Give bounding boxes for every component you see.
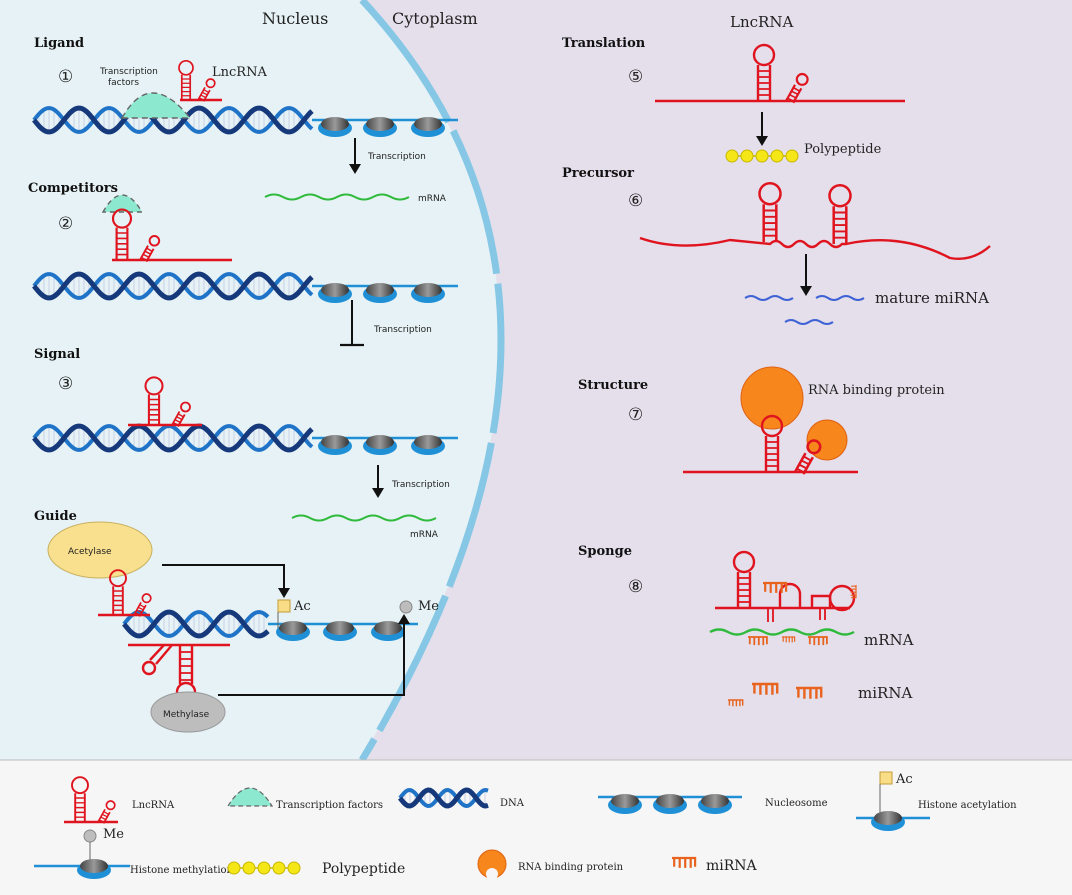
legend-ac-label: Ac (895, 772, 913, 787)
mechanism-title-guide: Guide (34, 509, 77, 524)
mature-mirna-label: mature miRNA (875, 289, 989, 307)
legend-rbp-label: RNA binding protein (518, 862, 624, 873)
mechanism-title-competitors: Competitors (28, 181, 118, 196)
dna-helix-4 (122, 609, 418, 641)
transcription-factor-shape (120, 92, 192, 119)
lncrna-ligand (178, 59, 222, 103)
arrow-acetylation (162, 564, 285, 592)
sponge-mrna-label: mRNA (864, 631, 914, 649)
lncrna-label: LncRNA (212, 65, 267, 80)
legend: LncRNA Transcription factors DNA Nucleos… (34, 771, 1017, 880)
lncrna-precursor (639, 236, 991, 260)
mature-mirna-3 (784, 319, 834, 325)
methylase-enzyme (150, 691, 226, 733)
transcription-label-1: Transcription (367, 152, 426, 162)
legend-acetylation-symbol (856, 771, 930, 831)
lncrna-structure (683, 414, 858, 476)
rbp-label: RNA binding protein (808, 383, 945, 398)
mature-mirna-2 (815, 295, 865, 301)
legend-rbp-symbol (477, 849, 507, 880)
lncrna-sponge (715, 550, 856, 622)
cytoplasm-label: Cytoplasm (392, 9, 478, 28)
mechanism-title-translation: Translation (562, 36, 646, 51)
legend-polypeptide-symbol (227, 861, 301, 875)
transcription-factors-label-line1: Transcription (99, 67, 158, 77)
mechanism-number-6: ⑥ (628, 191, 643, 211)
mrna-strand-1 (264, 193, 410, 201)
lncrna-competitor (111, 208, 232, 263)
nucleus-label: Nucleus (262, 9, 328, 28)
mechanism-number-1: ① (58, 67, 73, 87)
dna-helix-2 (32, 271, 458, 303)
mechanism-title-structure: Structure (578, 378, 648, 393)
legend-nucleosome-symbol (598, 794, 742, 814)
mechanism-title-sponge: Sponge (578, 544, 632, 559)
legend-lncrna-symbol (64, 776, 118, 825)
sponge-mirna-label: miRNA (858, 684, 912, 702)
legend-tf-symbol (226, 787, 274, 807)
transcription-label-2: Transcription (373, 325, 432, 335)
legend-mirna-label: miRNA (706, 858, 758, 874)
mrna-label-2: mRNA (410, 530, 439, 540)
mrna-label-1: mRNA (418, 194, 447, 204)
rbp-small (806, 419, 848, 461)
mechanism-number-5: ⑤ (628, 67, 643, 87)
sponge-mrna (709, 628, 855, 636)
acetylase-label: Acetylase (68, 547, 112, 557)
mechanism-title-precursor: Precursor (562, 166, 634, 181)
mechanism-number-7: ⑦ (628, 405, 643, 425)
acetylase-enzyme (47, 521, 153, 579)
mechanism-number-3: ③ (58, 374, 73, 394)
mrna-strand-2 (291, 514, 437, 522)
legend-nucleosome-label: Nucleosome (765, 798, 828, 809)
mechanism-title-ligand: Ligand (34, 36, 84, 51)
mechanism-number-8: ⑧ (628, 577, 643, 597)
legend-acetylation-label: Histone acetylation (918, 800, 1017, 811)
lncrna-guide-upper (98, 569, 152, 618)
methyl-mark (399, 600, 413, 614)
legend-polypeptide-label: Polypeptide (322, 861, 405, 877)
transcription-label-3: Transcription (391, 480, 450, 490)
polypeptide-label: Polypeptide (804, 142, 882, 157)
legend-methylation-symbol (34, 829, 130, 879)
ac-label: Ac (293, 599, 311, 614)
legend-tf-label: Transcription factors (276, 800, 383, 811)
lncrna-signal (128, 376, 202, 428)
legend-methylation-label: Histone methylation (130, 865, 234, 876)
arrow-methylation (218, 620, 405, 696)
nuclear-membrane (359, 0, 505, 762)
dna-helix-1 (32, 105, 458, 137)
lncrna-translation (655, 43, 905, 104)
polypeptide-chain (725, 149, 799, 163)
transcription-factor-bound (101, 194, 144, 213)
transcription-factors-label-line2: factors (108, 78, 139, 88)
lncrna-translation-label: LncRNA (730, 13, 793, 31)
acetyl-mark (277, 599, 291, 613)
legend-dna-symbol (398, 787, 489, 809)
dna-helix-3 (32, 423, 458, 455)
legend-me-label: Me (103, 827, 124, 842)
mechanism-title-signal: Signal (34, 347, 80, 362)
methylase-label: Methylase (163, 710, 210, 720)
rbp-large (740, 366, 804, 430)
legend-dna-label: DNA (500, 798, 525, 809)
legend-lncrna-label: LncRNA (132, 800, 175, 811)
me-label: Me (418, 599, 439, 614)
mature-mirna-1 (744, 295, 794, 301)
mechanism-number-2: ② (58, 214, 73, 234)
